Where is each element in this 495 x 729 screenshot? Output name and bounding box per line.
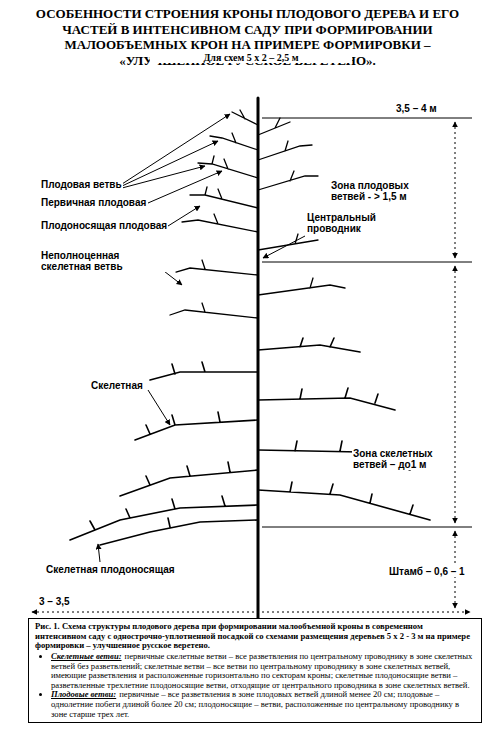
- text-label: Зона плодовых ветвей - > 1,5 м: [330, 180, 442, 202]
- text-label: 3 – 3,5: [38, 596, 71, 607]
- leader-lines: [98, 114, 305, 562]
- skeletal-branches: [70, 338, 430, 545]
- definition-item: Плодовые ветви:первичные – все разветвле…: [51, 690, 475, 719]
- text-label: Плодоносящая плодовая: [40, 220, 168, 231]
- dimension-lines: [32, 118, 472, 612]
- definition-heading: Скелетные ветви:: [51, 651, 122, 661]
- caption-box: Рис. 1. Схема структуры плодового дерева…: [28, 618, 482, 723]
- text-label: Неполноценная скелетная ветвь: [40, 250, 167, 272]
- figure-caption: Рис. 1. Схема структуры плодового дерева…: [35, 622, 475, 651]
- definition-heading: Плодовые ветви:: [51, 689, 116, 699]
- central-leader: [257, 98, 260, 640]
- text-label: Скелетная плодоносящая: [45, 564, 176, 575]
- text-label: 3,5 – 4 м: [395, 103, 438, 114]
- text-label: Плодовая ветвь: [40, 179, 123, 190]
- text-label: Первичная плодовая: [40, 197, 147, 208]
- text-label: Штамб – 0,6 – 1: [388, 566, 466, 577]
- definition-item: Скелетные ветви:первичные скелетные ветв…: [51, 652, 475, 691]
- text-label: Для схем 5 х 2 – 2,5 м: [150, 52, 352, 63]
- definition-list: Скелетные ветви:первичные скелетные ветв…: [35, 652, 475, 719]
- text-label: Центральный проводник: [306, 212, 403, 234]
- text-label: Зона скелетных ветвей – до1 м: [352, 448, 449, 470]
- text-label: Скелетная: [90, 380, 144, 391]
